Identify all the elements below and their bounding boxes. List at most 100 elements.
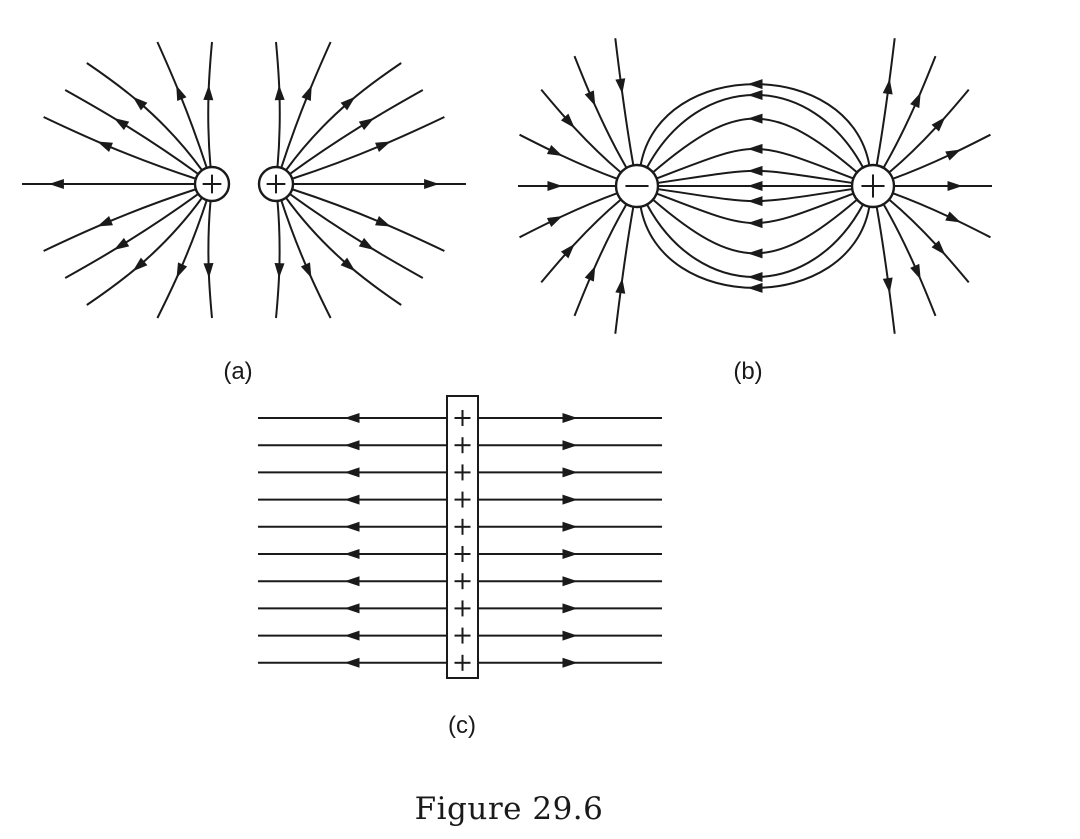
panel-c-right-field-4-arrowhead [562, 521, 578, 532]
panel-b-connecting-field-7-line [656, 147, 854, 180]
panel-c-left-field-0-arrowhead [344, 413, 360, 423]
panel-c-left-field-4-arrowhead [344, 521, 360, 532]
panel-c-charged-plate-field [258, 395, 662, 679]
panel-b-outer-positive-field-2-line [888, 88, 970, 174]
panel-a-left-field-0-arrowhead [48, 179, 64, 189]
panel-b-outer-negative-field-8-arrowhead [615, 278, 626, 294]
panel-b-connecting-field-7-arrowhead [747, 143, 763, 154]
panel-b-connecting-field-0-arrowhead [747, 282, 763, 293]
panel-c-left-field-9-arrowhead [344, 657, 360, 668]
panel-c-left-field-3-arrowhead [344, 494, 360, 505]
panel-b-outer-negative-field-6-arrowhead [560, 243, 575, 259]
panel-b-outer-negative-field-7-arrowhead [584, 265, 596, 282]
panel-a-right-field-9-line [280, 41, 332, 169]
figure-caption: Figure 29.6 [415, 791, 604, 827]
panel-a-left-field-2-arrowhead [113, 118, 130, 131]
panel-b-outer-positive-field-1-arrowhead [910, 92, 921, 109]
panel-a-right-field-1-line [291, 188, 445, 252]
panel-b-outer-positive-field-2-arrowhead [931, 117, 946, 132]
panel-b-outer-negative-field-4-arrowhead [547, 181, 563, 191]
panel-a-right-field-1-arrowhead [375, 216, 391, 227]
panel-c-left-field-2-arrowhead [344, 467, 360, 478]
panel-b-outer-positive-field-0-line [875, 38, 896, 166]
panel-c-left-field-1-arrowhead [344, 440, 360, 451]
panel-c-left-field-8-arrowhead [344, 630, 360, 641]
panel-b-outer-negative-field-0-line [614, 38, 635, 166]
panel-a-right-field-3-arrowhead [340, 257, 356, 272]
panel-a-right-field-7-line [289, 89, 424, 175]
panel-c-right-field-1-arrowhead [562, 440, 578, 451]
panel-a-left-field-10-line [207, 200, 213, 319]
panel-b-connecting-field-2-arrowhead [747, 248, 763, 259]
panel-b-outer-positive-field-3-arrowhead [945, 149, 961, 161]
panel-b-outer-positive-field-6-line [888, 198, 970, 284]
panel-a-right-field-5-line [275, 200, 281, 319]
panel-b-connecting-field-8-arrowhead [747, 113, 763, 124]
panel-a-left-field-1-arrowhead [97, 141, 113, 152]
panel-a-left-field-4-arrowhead [176, 85, 187, 101]
panel-b-connecting-field-2-line [652, 198, 858, 255]
panel-c-label: (c) [448, 712, 476, 739]
panel-c-right-field-3-arrowhead [562, 494, 578, 505]
panel-b-connecting-field-10-arrowhead [747, 79, 763, 90]
panel-a-right-field-3-line [285, 197, 402, 306]
panel-c-left-field-5-arrowhead [344, 549, 360, 559]
panel-b-connecting-field-6-arrowhead [747, 165, 763, 176]
panel-b-connecting-field-1-arrowhead [747, 272, 763, 283]
panel-b-outer-negative-field-3-arrowhead [546, 145, 563, 156]
panel-b-connecting-field-4-arrowhead [747, 196, 763, 207]
panel-a-right-field-4-arrowhead [300, 262, 312, 279]
panel-a-right-field-0-arrowhead [424, 179, 440, 189]
panel-b-outer-negative-field-5-arrowhead [546, 216, 563, 227]
panel-b-outer-negative-field-0-arrowhead [615, 78, 626, 94]
panel-b-connecting-field-8-line [652, 117, 858, 174]
panel-a-right-field-8-line [285, 62, 402, 171]
panel-b-outer-negative-field-6-line [540, 198, 622, 284]
panel-a-two-positive-charges [22, 41, 466, 319]
panel-a-right-field-6-arrowhead [375, 141, 391, 152]
panel-b-outer-positive-field-4-arrowhead [947, 181, 963, 191]
panel-c-left-field-7-arrowhead [344, 603, 360, 614]
panel-b-outer-negative-field-2-line [540, 88, 622, 174]
panel-b-connecting-field-3-line [656, 192, 854, 225]
panel-b-label: (b) [733, 358, 762, 385]
panel-b-outer-negative-field-2-arrowhead [560, 113, 575, 129]
panel-a-right-field-7-arrowhead [358, 118, 375, 131]
panel-a-left-field-4-line [156, 41, 208, 169]
panel-c-right-field-6-arrowhead [562, 576, 578, 587]
panel-a-right-field-10-line [275, 41, 281, 168]
panel-a-left-field-8-line [86, 197, 203, 306]
panel-b-connecting-field-3-arrowhead [747, 218, 763, 229]
panel-c-right-field-7-arrowhead [562, 603, 578, 614]
panel-b-connecting-field-9-arrowhead [747, 89, 763, 100]
panel-a-left-field-1-line [43, 116, 197, 180]
panel-c-right-field-5-arrowhead [562, 549, 578, 559]
panel-c-right-field-8-arrowhead [562, 630, 578, 641]
panel-a-right-field-9-arrowhead [301, 85, 312, 101]
panel-a-left-field-7-arrowhead [113, 237, 130, 250]
panel-c-right-field-2-arrowhead [562, 467, 578, 478]
panel-a-right-field-6-line [291, 116, 445, 180]
panel-a-left-field-6-line [43, 188, 197, 252]
panel-b-outer-positive-field-8-line [875, 206, 896, 334]
panel-c-right-field-0-arrowhead [562, 413, 578, 423]
panel-a-left-field-8-arrowhead [132, 257, 148, 272]
panel-a-left-field-5-arrowhead [203, 85, 214, 101]
panel-b-dipole-field [518, 38, 992, 334]
panel-a-left-field-3-line [86, 62, 203, 171]
panel-a-left-field-5-line [207, 41, 213, 168]
panel-a-right-field-5-arrowhead [274, 263, 285, 279]
panel-c-left-field-6-arrowhead [344, 576, 360, 587]
panel-a-left-field-10-arrowhead [203, 263, 214, 279]
panel-b-outer-positive-field-5-arrowhead [945, 211, 961, 223]
panel-b-outer-negative-field-1-arrowhead [584, 90, 596, 107]
panel-b-outer-negative-field-8-line [614, 206, 635, 334]
panel-c-right-field-9-arrowhead [562, 657, 578, 668]
panel-a-right-field-10-arrowhead [274, 85, 285, 101]
panel-a-left-field-3-arrowhead [132, 96, 148, 111]
panel-a-left-field-2-line [64, 89, 199, 175]
panel-a-label: (a) [223, 358, 252, 385]
panel-b-outer-positive-field-7-arrowhead [910, 263, 921, 280]
panel-b-outer-positive-field-8-arrowhead [882, 277, 893, 294]
